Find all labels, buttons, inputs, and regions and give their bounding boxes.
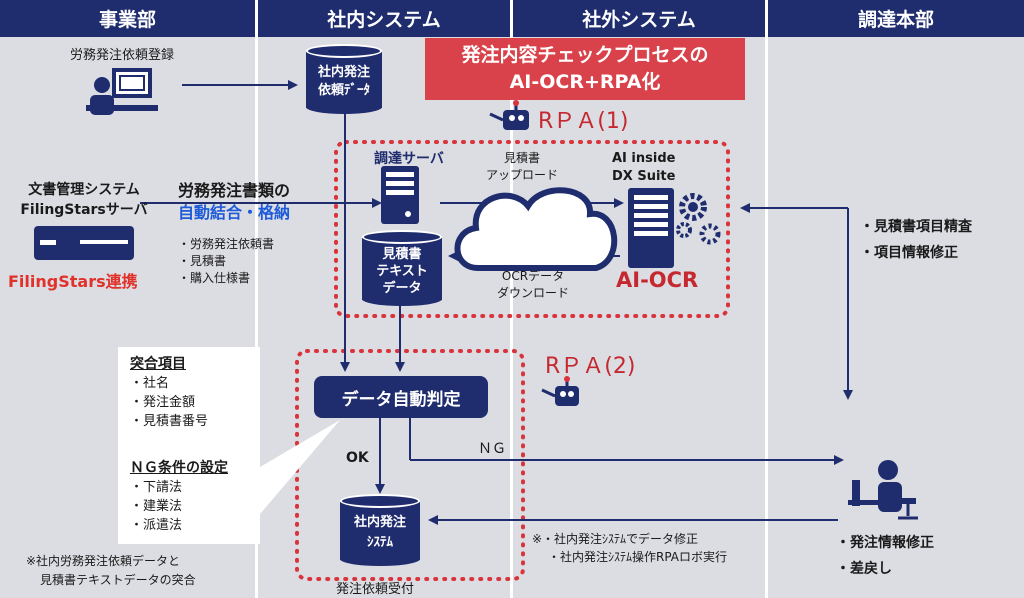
register-label: 労務発注依頼登録 <box>70 48 175 63</box>
desk-worker-icon <box>848 460 918 520</box>
ng-item: ・下請法 <box>130 480 183 495</box>
note-left: ※社内労務発注依頼データと 見積書テキストデータの突合 <box>26 552 196 590</box>
upload-line2: アップロード <box>485 168 558 182</box>
ng-item: ・建業法 <box>130 499 183 514</box>
ai-inside-label: AI inside DX Suite <box>612 150 675 186</box>
lane-header-external: 社外システム <box>513 0 765 37</box>
note-left-line1: ※社内労務発注依頼データと <box>26 554 181 568</box>
request-database: 社内発注 依頼ﾃﾞｰﾀ <box>306 44 382 114</box>
download-line1: OCRデータ <box>501 269 565 283</box>
match-item: ・社名 <box>130 376 170 391</box>
match-item: ・発注金額 <box>130 395 196 410</box>
ng-items: ・下請法 ・建業法 ・派遣法 <box>130 478 182 535</box>
upload-line1: 見積書 <box>503 151 540 165</box>
doc-system-label: 文書管理システム FilingStarsサーバ <box>14 180 154 220</box>
auto-judge-box: データ自動判定 <box>314 376 488 418</box>
doc-list-item: ・労務発注依頼書 <box>178 237 275 251</box>
order-system-database: 社内発注 ｼｽﾃﾑ <box>340 494 420 566</box>
quote-db-line1: 見積書 <box>382 247 422 262</box>
order-db-line1: 社内発注 <box>353 515 406 530</box>
match-title: 突合項目 <box>130 356 186 372</box>
doc-list-item: ・見積書 <box>178 254 227 268</box>
lane-header-internal: 社内システム <box>258 0 510 37</box>
cloud-icon <box>454 187 618 271</box>
upload-label: 見積書 アップロード <box>482 150 562 184</box>
quote-text-database: 見積書 テキスト データ <box>362 230 442 306</box>
quote-db-line2: テキスト <box>376 264 428 279</box>
note-mid-line2: ・社内発注ｼｽﾃﾑ操作RPAロボ実行 <box>548 550 728 564</box>
auto-merge-line1: 労務発注書類の <box>178 181 291 200</box>
rpa1-label: RＰＡ(1) <box>538 109 629 134</box>
ai-inside-line1: AI inside <box>612 151 676 166</box>
note-mid-line1: ※・社内発注ｼｽﾃﾑでデータ修正 <box>532 532 699 546</box>
match-items: ・社名 ・発注金額 ・見積書番号 <box>130 374 208 431</box>
download-line2: ダウンロード <box>496 286 569 300</box>
title-line1: 発注内容チェックプロセスの <box>461 44 709 66</box>
order-receipt-label: 発注依頼受付 <box>336 582 415 597</box>
ai-server-icon <box>628 188 674 268</box>
auto-merge-line2: 自動結合・格納 <box>178 203 291 222</box>
procurement-server-icon <box>381 166 419 224</box>
pc-user-icon <box>86 68 158 115</box>
download-label: OCRデータ ダウンロード <box>488 268 578 302</box>
robot-icon <box>489 100 529 130</box>
match-item: ・見積書番号 <box>130 414 209 429</box>
request-db-line1: 社内発注 <box>317 65 370 80</box>
rpa2-region <box>295 349 525 581</box>
proc-server-label: 調達サーバ <box>374 151 444 167</box>
doc-list-item: ・購入仕様書 <box>178 271 251 285</box>
title-banner: 発注内容チェックプロセスの AI-OCR+RPA化 <box>425 38 745 100</box>
ng-item: ・派遣法 <box>130 518 183 533</box>
auto-merge-label: 労務発注書類の 自動結合・格納 <box>178 180 290 224</box>
robot-icon <box>541 376 579 406</box>
proc-action: ・発注情報修正 <box>836 535 934 551</box>
order-db-line2: ｼｽﾃﾑ <box>367 535 393 550</box>
ng-label: ＮＧ <box>478 441 506 457</box>
title-line2: AI-OCR+RPA化 <box>509 71 661 93</box>
ai-inside-line2: DX Suite <box>612 169 676 184</box>
check-item: ・見積書項目精査 <box>860 219 972 235</box>
check-item: ・項目情報修正 <box>860 245 958 261</box>
doc-system-line1: 文書管理システム <box>28 182 140 198</box>
note-mid: ※・社内発注ｼｽﾃﾑでデータ修正 ・社内発注ｼｽﾃﾑ操作RPAロボ実行 <box>532 530 727 566</box>
callout-pointer <box>255 420 340 520</box>
filingstars-link-label: FilingStars連携 <box>8 272 138 291</box>
quote-db-line3: データ <box>382 281 422 296</box>
ai-ocr-label: AI-OCR <box>616 268 699 292</box>
check-items: ・見積書項目精査 ・項目情報修正 <box>860 214 972 266</box>
lane-header-procurement: 調達本部 <box>768 0 1024 37</box>
match-callout: 突合項目 ・社名 ・発注金額 ・見積書番号 ＮＧ条件の設定 ・下請法 ・建業法 … <box>118 347 260 544</box>
proc-actions: ・発注情報修正 ・差戻し <box>836 530 934 582</box>
note-left-line2: 見積書テキストデータの突合 <box>40 573 196 587</box>
rpa2-label: RＰＡ(2) <box>545 354 636 379</box>
doc-list: ・労務発注依頼書 ・見積書 ・購入仕様書 <box>178 236 274 287</box>
server-unit-icon <box>34 226 134 260</box>
ng-title: ＮＧ条件の設定 <box>130 460 228 476</box>
ok-label: OK <box>346 450 369 466</box>
gear-icon <box>676 193 721 245</box>
lane-header-business: 事業部 <box>0 0 255 37</box>
proc-action: ・差戻し <box>836 561 892 577</box>
request-db-line2: 依頼ﾃﾞｰﾀ <box>317 83 370 98</box>
doc-system-line2: FilingStarsサーバ <box>20 202 148 218</box>
